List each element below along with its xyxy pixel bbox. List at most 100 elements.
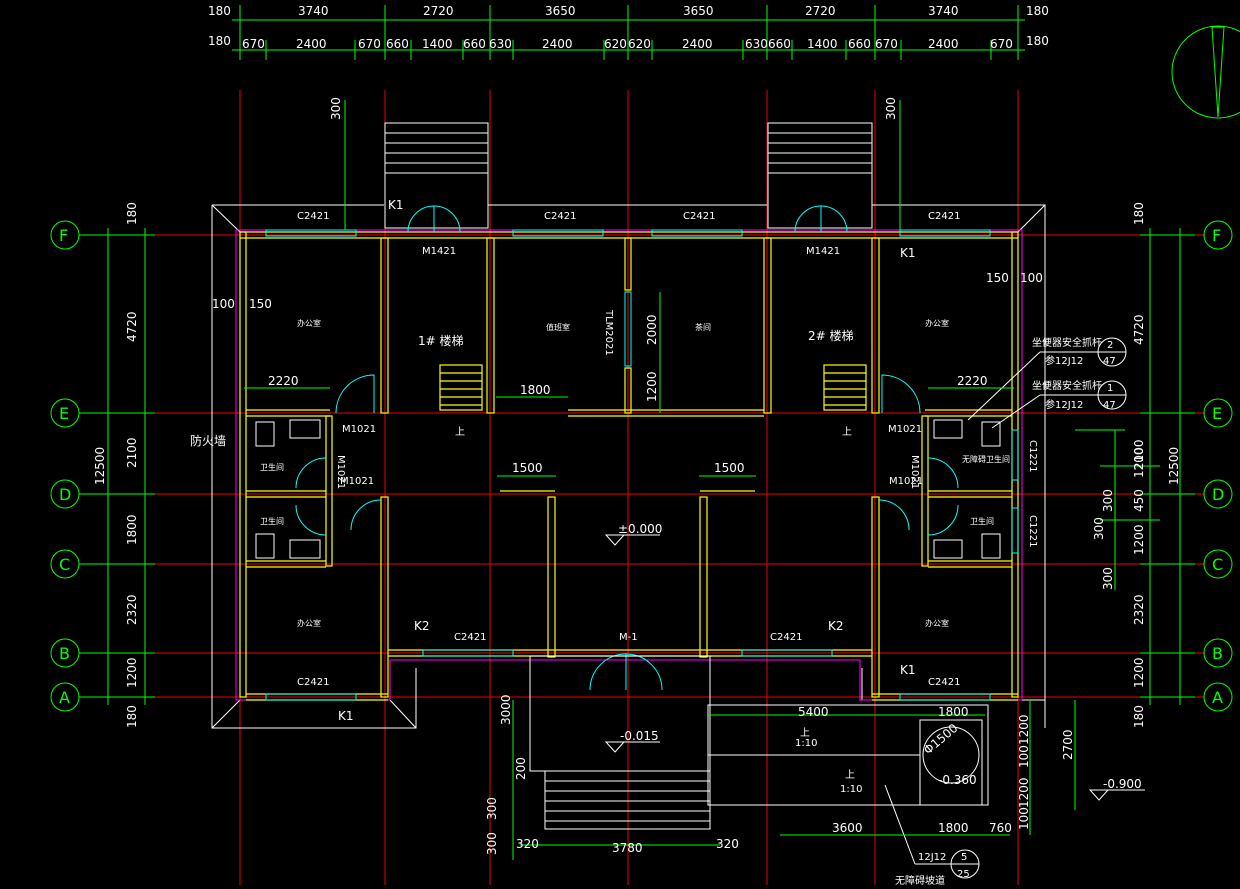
k-label-3: K2 [828,619,844,633]
dim-top2-17: 2400 [928,37,959,51]
bdim-11: 100 [1017,745,1031,768]
dim-top2-0: 180 [208,34,231,48]
idim-16: 300 [884,97,898,120]
grab-bar-label-1: 坐便器安全抓杆 [1032,379,1102,392]
bdim-10: 1200 [1017,777,1031,808]
room-wc-2: 卫生间 [260,516,284,526]
dim-top1-4: 3650 [683,4,714,18]
dim-right-11: 300 [1101,489,1115,512]
bdim-2: 320 [716,837,739,851]
grab-bar-ref-2: 参12J12 [1045,354,1083,367]
dim-top2-3: 670 [358,37,381,51]
dim-top2-5: 1400 [422,37,453,51]
interior-stair-2 [823,364,867,411]
dim-top2-9: 620 [604,37,627,51]
win-label-5: C2421 [928,677,960,688]
room-office-3: 办公室 [297,618,321,628]
dim-top2-7: 630 [489,37,512,51]
dim-top2-18: 670 [990,37,1013,51]
stair-up-1: 上 [455,426,465,438]
dim-top2-16: 670 [875,37,898,51]
dim-right-3: 1200 [1132,524,1146,555]
grab-bar-page-2: 47 [1103,356,1116,367]
axis-label-f-left: F [59,226,68,245]
dim-left-5: 4720 [125,311,139,342]
dim-top2-8: 2400 [542,37,573,51]
bdim-4: 1800 [938,821,969,835]
bdim-8: 2700 [1061,729,1075,760]
elevation-markers [604,534,1145,801]
stairs-top-right [767,122,873,229]
bdim-5: 760 [989,821,1012,835]
dim-top1-0: 180 [208,4,231,18]
axis-label-b-left: B [59,644,70,663]
room-office-1: 办公室 [297,318,321,328]
idim-5: 2000 [645,314,659,345]
dim-left-1: 1200 [125,657,139,688]
turning-circle-label: Φ1500 [921,721,961,757]
elevation-0: ±0.000 [618,522,662,536]
fire-wall-label: 防火墙 [190,433,226,448]
axis-label-e-right: E [1212,404,1222,423]
room-duty: 值班室 [546,322,570,332]
stair-label-2: 2# 楼梯 [808,328,854,343]
dim-left-0: 180 [125,705,139,728]
idim-14: 300 [485,797,499,820]
axis-label-e-left: E [59,404,69,423]
dim-top2-12: 630 [745,37,768,51]
bdim-12: 100 [1017,807,1031,830]
top-dimensions: 180 3740 2720 3650 3650 2720 3740 180 18… [208,4,1049,60]
right-dimensions: 180 1200 2320 1200 450 1200 2100 4720 18… [1075,202,1195,728]
dim-top2-11: 2400 [682,37,713,51]
door-label-9: M-1 [619,632,638,643]
dim-top2-14: 1400 [807,37,838,51]
bathroom-fixtures [255,419,1001,559]
interior-stair-1 [439,364,483,411]
dim-left-2: 2320 [125,594,139,625]
vertical-axis-lines [239,90,1019,885]
interior-dimensions: 2220 2220 1800 1500 1500 2000 1200 150 1… [212,97,1106,860]
dim-top2-4: 660 [386,37,409,51]
axis-label-a-right: A [1212,688,1223,707]
dim-left-4: 2100 [125,437,139,468]
room-wc-1: 卫生间 [260,462,284,472]
ramp-slope-1: 1:10 [795,738,817,749]
room-wc-4: 无障碍卫生间 [962,454,1010,464]
stairs-top-left [384,122,489,229]
door-label-3: M1021 [888,424,922,435]
axis-label-a-left: A [59,688,70,707]
entrance-area [529,655,989,830]
bdim-0: 320 [516,837,539,851]
dim-top1-3: 3650 [545,4,576,18]
idim-4: 1500 [714,461,745,475]
idim-3: 1500 [512,461,543,475]
win-label-0: C2421 [297,211,329,222]
door-label-1: M1421 [806,246,840,257]
axis-label-d-right: D [1212,485,1224,504]
left-dimensions: 180 1200 2320 1800 2100 4720 180 12500 [93,202,155,728]
dim-right-6: 2100 [1132,439,1146,470]
ramp-detail-name: 无障碍坡道 [895,874,945,887]
room-office-2: 办公室 [925,318,949,328]
dim-top1-2: 2720 [423,4,454,18]
axis-label-c-right: C [1212,555,1223,574]
win-label-7: C2421 [770,632,802,643]
ramp-up-2: 上 [845,769,855,781]
dim-right-0: 180 [1132,705,1146,728]
ramp-detail-page: 25 [957,869,970,880]
idim-1: 2220 [957,374,988,388]
grab-bar-callouts [884,337,1127,879]
idim-0: 2220 [268,374,299,388]
dim-top2-6: 660 [463,37,486,51]
door-label-6: M1021 [335,455,346,489]
dim-right-2: 2320 [1132,594,1146,625]
bdim-9: 1200 [1017,714,1031,745]
dim-right-7: 4720 [1132,314,1146,345]
win-label-2: C2421 [683,211,715,222]
win-label-6: C2421 [454,632,486,643]
door-label-4: M1021 [340,476,374,487]
ramp-detail-num: 5 [961,852,967,863]
bdim-1: 3780 [612,841,643,855]
win-label-8: C1221 [1027,440,1038,472]
